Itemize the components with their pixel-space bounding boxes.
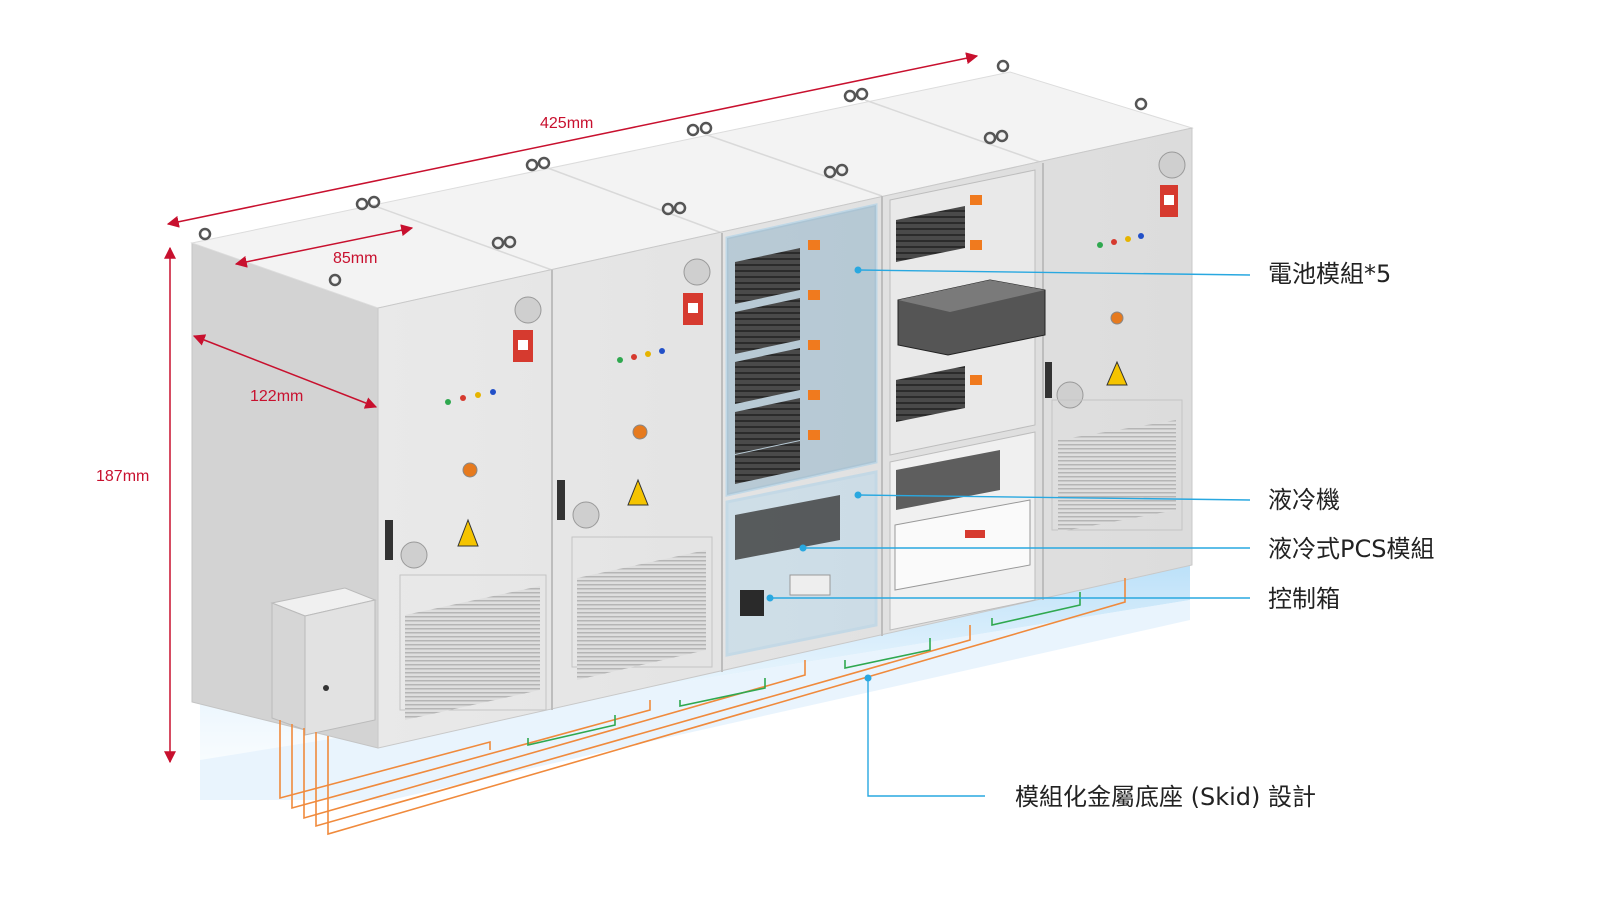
indicator-light-icon (1097, 233, 1144, 248)
indicator-light-icon (617, 348, 665, 363)
vent-fan-icon (514, 296, 542, 324)
cabinet-2 (557, 258, 713, 680)
vent-fan-icon (683, 258, 711, 286)
external-control-box (270, 587, 377, 736)
indicator-light-icon (445, 389, 496, 405)
high-voltage-warning-icon (627, 478, 649, 506)
liquid-cooled-pcs-module (894, 499, 1031, 591)
dimension-lines (164, 52, 979, 764)
cabinet-5 (1045, 151, 1186, 532)
high-voltage-warning-icon (1106, 360, 1128, 386)
callout-battery-modules: 電池模組*5 (1268, 260, 1391, 288)
vent-fan-icon (1158, 151, 1186, 179)
dimension-depth-side-label: 122mm (250, 388, 303, 405)
dimension-height-label: 187mm (96, 468, 149, 485)
callout-control-box: 控制箱 (1268, 585, 1340, 613)
cabinet-4-open (889, 169, 1046, 631)
callout-dots (766, 266, 872, 682)
dimension-length-label: 425mm (540, 115, 593, 132)
emergency-stop-icon (632, 424, 648, 440)
dimension-depth-top-label: 85mm (333, 250, 377, 267)
callout-liquid-cooler: 液冷機 (1268, 486, 1340, 514)
cabinet-1 (385, 296, 547, 720)
emergency-stop-icon (1110, 311, 1124, 325)
ground-wires (279, 578, 1126, 836)
emergency-stop-icon (462, 462, 478, 478)
callout-lines (770, 269, 1251, 797)
high-voltage-warning-icon (457, 518, 479, 547)
cabinet-dividers (551, 163, 1044, 710)
battery-modules (735, 240, 820, 484)
callout-liquid-cooled-pcs: 液冷式PCS模組 (1268, 535, 1434, 563)
cabinet-3-open (725, 203, 878, 657)
pcs-control-glow (725, 470, 878, 657)
callout-skid-base: 模組化金屬底座 (Skid) 設計 (1015, 783, 1316, 811)
